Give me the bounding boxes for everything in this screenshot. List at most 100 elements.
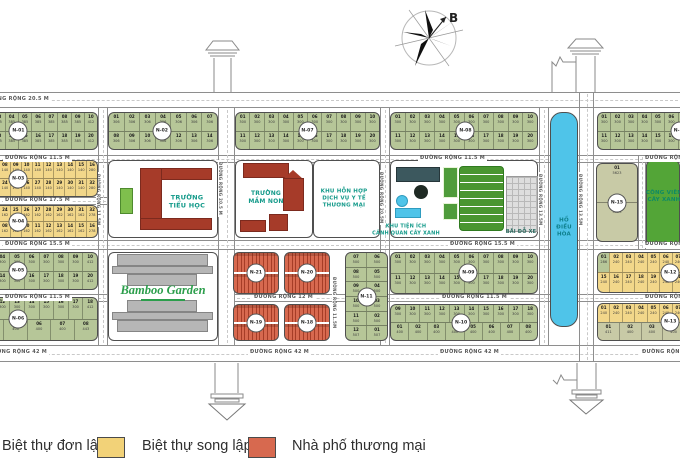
- lot-number: 12: [254, 132, 260, 138]
- shophouse-strip: [314, 253, 318, 272]
- block-n-04: 2316224162251622616227162281622916230162…: [0, 205, 98, 238]
- lot-area: 140: [23, 186, 31, 190]
- road-label: ĐƯỜNG RỘNG 42 M: [438, 349, 502, 356]
- lot-number: 17: [48, 132, 55, 138]
- lot-area: 300: [394, 312, 402, 316]
- road-label: ĐƯỜNG RỘNG 11.5 M: [3, 155, 73, 162]
- lot-area: 286: [600, 260, 608, 264]
- lot-area: 411: [605, 329, 612, 334]
- shophouse-strip: [259, 253, 263, 272]
- lot-number: 01: [113, 114, 120, 119]
- lot-number: 17: [43, 272, 50, 278]
- lot-number: 10: [23, 162, 30, 167]
- shophouse-strip: [321, 323, 326, 340]
- lot-area: 162: [34, 213, 41, 217]
- lot-area: 500: [373, 289, 381, 294]
- shophouse-strip: [244, 305, 248, 322]
- lot-area: 306: [175, 138, 182, 143]
- block-n-02: 0130602306033060430605306063060730608306…: [108, 112, 218, 150]
- lot-area: 385: [74, 120, 82, 124]
- block-n-15: 015623025623N-15: [596, 163, 638, 242]
- lot-area: 306: [206, 138, 214, 143]
- shophouse-strip: [310, 253, 314, 272]
- lot-area: 300: [468, 280, 475, 285]
- shophouse-strip: [259, 323, 263, 340]
- lot-number: 07: [675, 254, 680, 259]
- lot-area: 400: [648, 329, 656, 334]
- lot-number: 15: [600, 274, 607, 279]
- lot-area: 300: [423, 138, 431, 143]
- lot-area: 300: [526, 138, 534, 143]
- lot-area: 300: [394, 138, 402, 143]
- facility-building-shape: [443, 167, 458, 198]
- shophouse-strip: [274, 323, 278, 340]
- lot-area: 280: [88, 186, 96, 190]
- lot-area: 385: [8, 138, 16, 143]
- lot-area: 385: [0, 120, 2, 125]
- lot-area: 500: [352, 289, 360, 294]
- shophouse-strip: [251, 253, 256, 272]
- shophouse-strip: [240, 253, 245, 272]
- block-badge-n-10: N-10: [451, 313, 471, 332]
- area-label-line: BÃI ĐỖ XE: [505, 228, 537, 235]
- lot-number: 20: [87, 272, 93, 278]
- lot-area: 300: [667, 120, 675, 124]
- lot-number: 06: [663, 254, 669, 259]
- lot-area: 300: [468, 260, 475, 264]
- lot-area: 500: [352, 260, 360, 264]
- lot-area: 300: [614, 120, 621, 124]
- legend-swatch: [97, 437, 125, 458]
- lot-number: 08: [340, 114, 347, 119]
- road-horizontal: [0, 240, 680, 250]
- lot-area: 240: [612, 280, 620, 284]
- lot-area: 300: [453, 120, 460, 124]
- shophouse-strip: [291, 274, 296, 293]
- lot-area: 240: [674, 280, 680, 284]
- lot-number: 09: [512, 114, 519, 119]
- lot-number: 04: [283, 114, 289, 119]
- lot-number: 14: [28, 299, 35, 304]
- lot-number: 13: [628, 132, 634, 138]
- facility-building-shape: [112, 266, 213, 274]
- block-n-10: 0930010300113001230013300143001530016300…: [390, 304, 538, 341]
- shophouse-strip: [236, 253, 241, 272]
- block-n-16: 0130002300033000430005300063000730011 300…: [597, 112, 680, 150]
- lot-number: 15: [655, 132, 661, 138]
- lot-area: 385: [74, 138, 82, 143]
- lot-area: 385: [61, 120, 68, 124]
- lot-area: 412: [87, 138, 95, 143]
- lot-area: 300: [423, 260, 431, 264]
- lot-number: 08: [497, 254, 504, 259]
- lot-area: 385: [21, 138, 29, 143]
- lot-number: 09: [129, 132, 135, 138]
- facility-building-shape: [127, 274, 197, 286]
- lot-number: 11: [601, 132, 607, 138]
- lot-area: 300: [600, 120, 608, 124]
- lot-area: 300: [57, 278, 65, 283]
- lot-number: 07: [483, 114, 489, 119]
- lot-number: 26: [23, 207, 30, 212]
- lot-area: 300: [438, 260, 446, 264]
